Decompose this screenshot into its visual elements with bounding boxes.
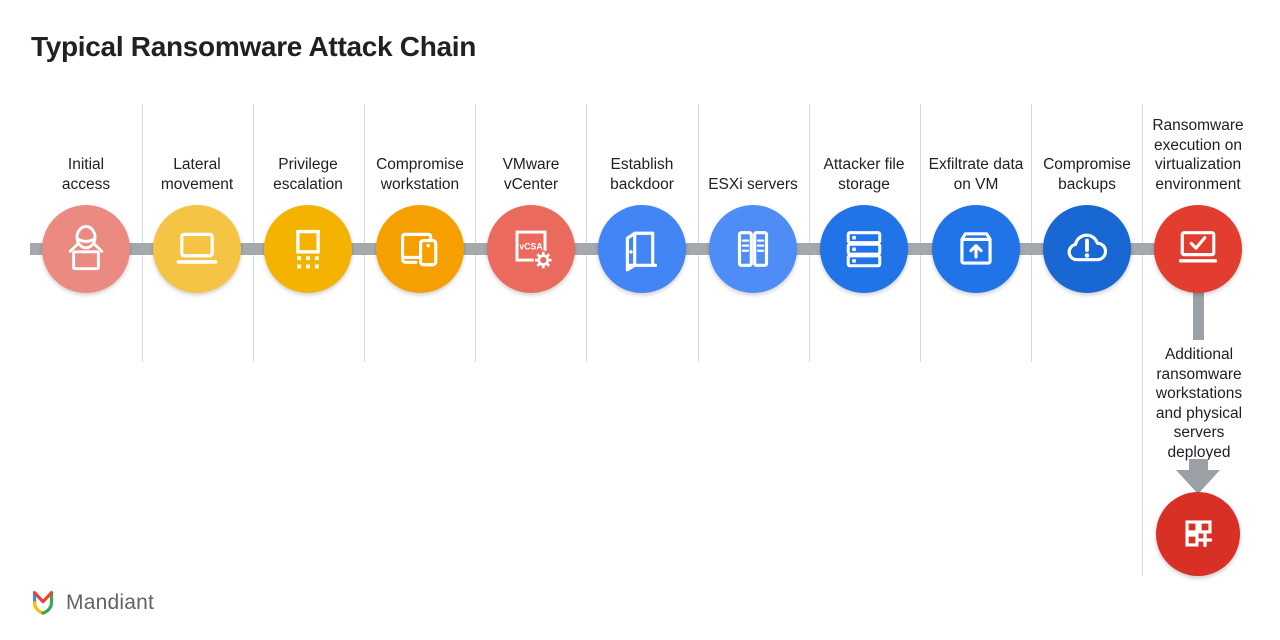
server-towers-icon: [737, 231, 769, 267]
step-initial-access: Initial access: [28, 104, 144, 356]
keypad-icon: [296, 229, 320, 269]
step-attacker-file-storage: Attacker file storage: [806, 104, 922, 356]
branch-circle: [1156, 492, 1240, 576]
step-label: Attacker file storage: [823, 156, 905, 193]
step-circle: [376, 205, 464, 293]
laptop-check-icon: [1178, 231, 1218, 263]
step-esxi-servers: ESXi servers: [695, 104, 811, 356]
step-circle: [153, 205, 241, 293]
storage-rack-icon: [846, 231, 882, 268]
step-exfiltrate-data: Exfiltrate data on VM: [918, 104, 1034, 356]
column-divider: [142, 104, 143, 362]
branch-label: Additional ransomware workstations and p…: [1155, 346, 1243, 461]
step-label: Ransomware execution on virtualization e…: [1152, 117, 1244, 193]
page-title: Typical Ransomware Attack Chain: [31, 31, 477, 62]
step-ransomware-execution: Ransomware execution on virtualization e…: [1140, 104, 1256, 356]
column-divider: [475, 104, 476, 362]
column-divider: [586, 104, 587, 362]
column-divider: [809, 104, 810, 362]
column-divider: [920, 104, 921, 362]
down-arrow-icon: [1176, 470, 1220, 494]
step-label: Initial access: [61, 156, 111, 193]
step-label: Compromise backups: [1043, 156, 1131, 193]
step-circle: [709, 205, 797, 293]
vcsa-label: vCSA: [519, 242, 543, 252]
step-vmware-vcenter: VMware vCenter vCSA: [473, 104, 589, 356]
column-divider: [698, 104, 699, 362]
brand-footer: Mandiant: [28, 588, 154, 618]
open-door-icon: [625, 231, 658, 272]
step-label: VMware vCenter: [502, 156, 560, 193]
step-label: ESXi servers: [708, 175, 798, 193]
step-label: Lateral movement: [160, 156, 234, 193]
step-circle: vCSA: [487, 205, 575, 293]
mandiant-logo-icon: [32, 591, 54, 615]
hacker-icon: [68, 225, 104, 271]
step-circle: [820, 205, 908, 293]
step-label: Privilege escalation: [273, 156, 343, 193]
step-privilege-escalation: Privilege escalation: [250, 104, 366, 356]
column-divider: [364, 104, 365, 362]
step-compromise-backups: Compromise backups: [1029, 104, 1145, 356]
step-label: Exfiltrate data on VM: [928, 156, 1024, 193]
step-label: Establish backdoor: [610, 156, 674, 193]
step-compromise-workstation: Compromise workstation: [362, 104, 478, 356]
column-divider: [1031, 104, 1032, 362]
brand-name: Mandiant: [66, 591, 154, 614]
step-establish-backdoor: Establish backdoor: [584, 104, 700, 356]
step-circle: [264, 205, 352, 293]
step-circle: [1154, 205, 1242, 293]
step-circle: [932, 205, 1020, 293]
step-circle: [1043, 205, 1131, 293]
step-circle: [42, 205, 130, 293]
vcsa-gear-icon: vCSA: [515, 230, 553, 270]
step-lateral-movement: Lateral movement: [139, 104, 255, 356]
cloud-alert-icon: [1067, 233, 1108, 262]
step-circle: [598, 205, 686, 293]
apps-plus-icon: [1185, 520, 1213, 548]
laptop-icon: [176, 232, 218, 264]
box-upload-icon: [960, 232, 992, 265]
branch-connector: [1193, 290, 1204, 340]
step-label: Compromise workstation: [376, 156, 464, 193]
column-divider: [253, 104, 254, 362]
down-arrow-icon: [1189, 459, 1208, 471]
column-divider: [1142, 104, 1143, 576]
devices-icon: [400, 232, 438, 267]
